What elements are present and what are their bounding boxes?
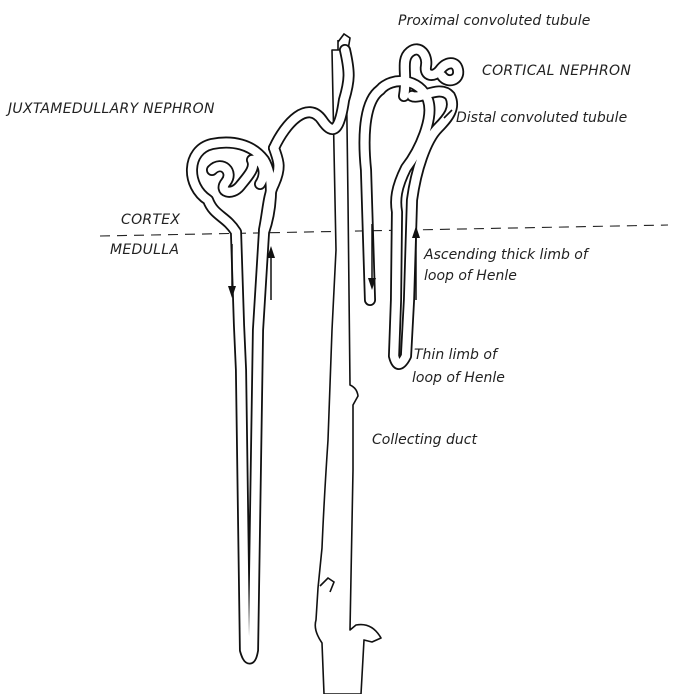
collecting-duct-label: Collecting duct [372,432,477,448]
distal-label: Distal convoluted tubule [456,110,627,126]
thin-limb-label-line1: Thin limb of [414,347,499,363]
cortical-nephron [365,49,459,364]
cortex-medulla-boundary [100,225,668,236]
cortical-label: CORTICAL NEPHRON [482,63,631,79]
collecting-duct [315,34,381,694]
thin-limb-label-line2: loop of Henle [412,370,505,386]
proximal-label: Proximal convoluted tubule [398,13,590,29]
ascending-label-line2: loop of Henle [424,268,517,284]
ascending-label-line1: Ascending thick limb of [423,247,590,263]
medulla-label: MEDULLA [110,242,179,258]
cortex-label: CORTEX [121,212,180,228]
juxtamedullary-label: JUXTAMEDULLARY NEPHRON [5,101,215,117]
